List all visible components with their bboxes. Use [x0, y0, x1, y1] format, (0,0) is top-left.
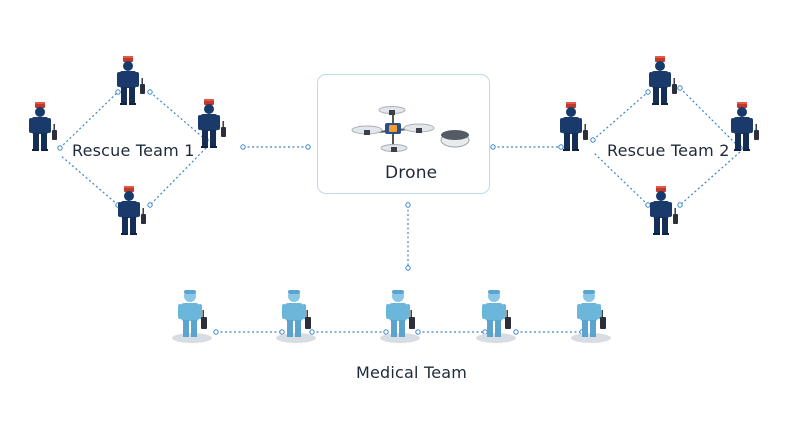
- rescuer-icon: [649, 56, 677, 105]
- links: [59, 87, 741, 333]
- rescuer-icon: [731, 102, 759, 151]
- rescue-team-2-label: Rescue Team 2: [607, 141, 730, 160]
- drone-label: Drone: [385, 163, 438, 183]
- drone-icon: [351, 106, 470, 152]
- medical-team: [172, 290, 611, 343]
- link-rt2-left-top: [592, 91, 649, 141]
- medic-icon: [380, 290, 420, 343]
- rescuer-icon: [198, 99, 226, 148]
- link-rt2-bottom-left: [592, 151, 649, 206]
- medic-icon: [476, 290, 516, 343]
- medic-icon: [172, 290, 212, 343]
- link-rt1-top-right: [149, 91, 207, 141]
- link-rt1-left-top: [59, 91, 119, 149]
- link-rt1-bottom-left: [59, 154, 119, 206]
- rescue-team-1-label: Rescue Team 1: [72, 141, 195, 160]
- rescuer-icon: [118, 186, 146, 235]
- medic-icon: [571, 290, 611, 343]
- rescuer-icon: [650, 186, 678, 235]
- medical-team-label: Medical Team: [356, 363, 468, 382]
- link-rt2-top-right: [679, 87, 741, 149]
- rescuer-icon: [117, 56, 145, 105]
- rescuer-icon: [560, 102, 588, 151]
- medic-icon: [276, 290, 316, 343]
- rescuer-icon: [29, 102, 57, 151]
